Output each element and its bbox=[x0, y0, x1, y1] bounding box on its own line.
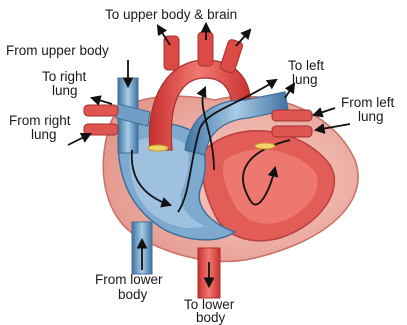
arrow-from-left-lung bbox=[314, 108, 335, 115]
label-from-left-lung-line2: lung bbox=[358, 110, 384, 124]
label-from-lower-body-line2: body bbox=[118, 288, 147, 302]
label-to-right-lung-line1: To right bbox=[42, 70, 86, 84]
right-pulmonary-vein-upper bbox=[84, 105, 118, 116]
label-to-lower-body-line2: body bbox=[196, 311, 225, 325]
aorta-branch-1 bbox=[164, 36, 179, 70]
label-from-left-lung-line1: From left bbox=[341, 96, 394, 110]
label-to-right-lung-line2: lung bbox=[52, 84, 78, 98]
label-from-right-lung-line1: From right bbox=[9, 114, 71, 128]
label-to-upper-body-brain: To upper body & brain bbox=[105, 8, 237, 22]
label-to-left-lung-line1: To left bbox=[288, 59, 324, 73]
arrow-from-right-lung bbox=[68, 134, 90, 145]
aorta-branch-3 bbox=[219, 39, 243, 74]
label-to-left-lung-line2: lung bbox=[292, 73, 318, 87]
label-from-right-lung-line2: lung bbox=[31, 128, 57, 142]
label-from-upper-body: From upper body bbox=[6, 44, 109, 58]
arrow-to-right-lung bbox=[92, 98, 112, 104]
left-pulmonary-vein-upper bbox=[272, 110, 312, 121]
left-pulmonary-vein-lower bbox=[272, 126, 312, 137]
valve-left bbox=[255, 143, 275, 149]
label-from-lower-body-line1: From lower bbox=[95, 273, 163, 287]
arrow-up-right bbox=[236, 30, 250, 46]
right-pulmonary-vein-lower bbox=[84, 124, 118, 135]
valve-right bbox=[148, 145, 168, 151]
